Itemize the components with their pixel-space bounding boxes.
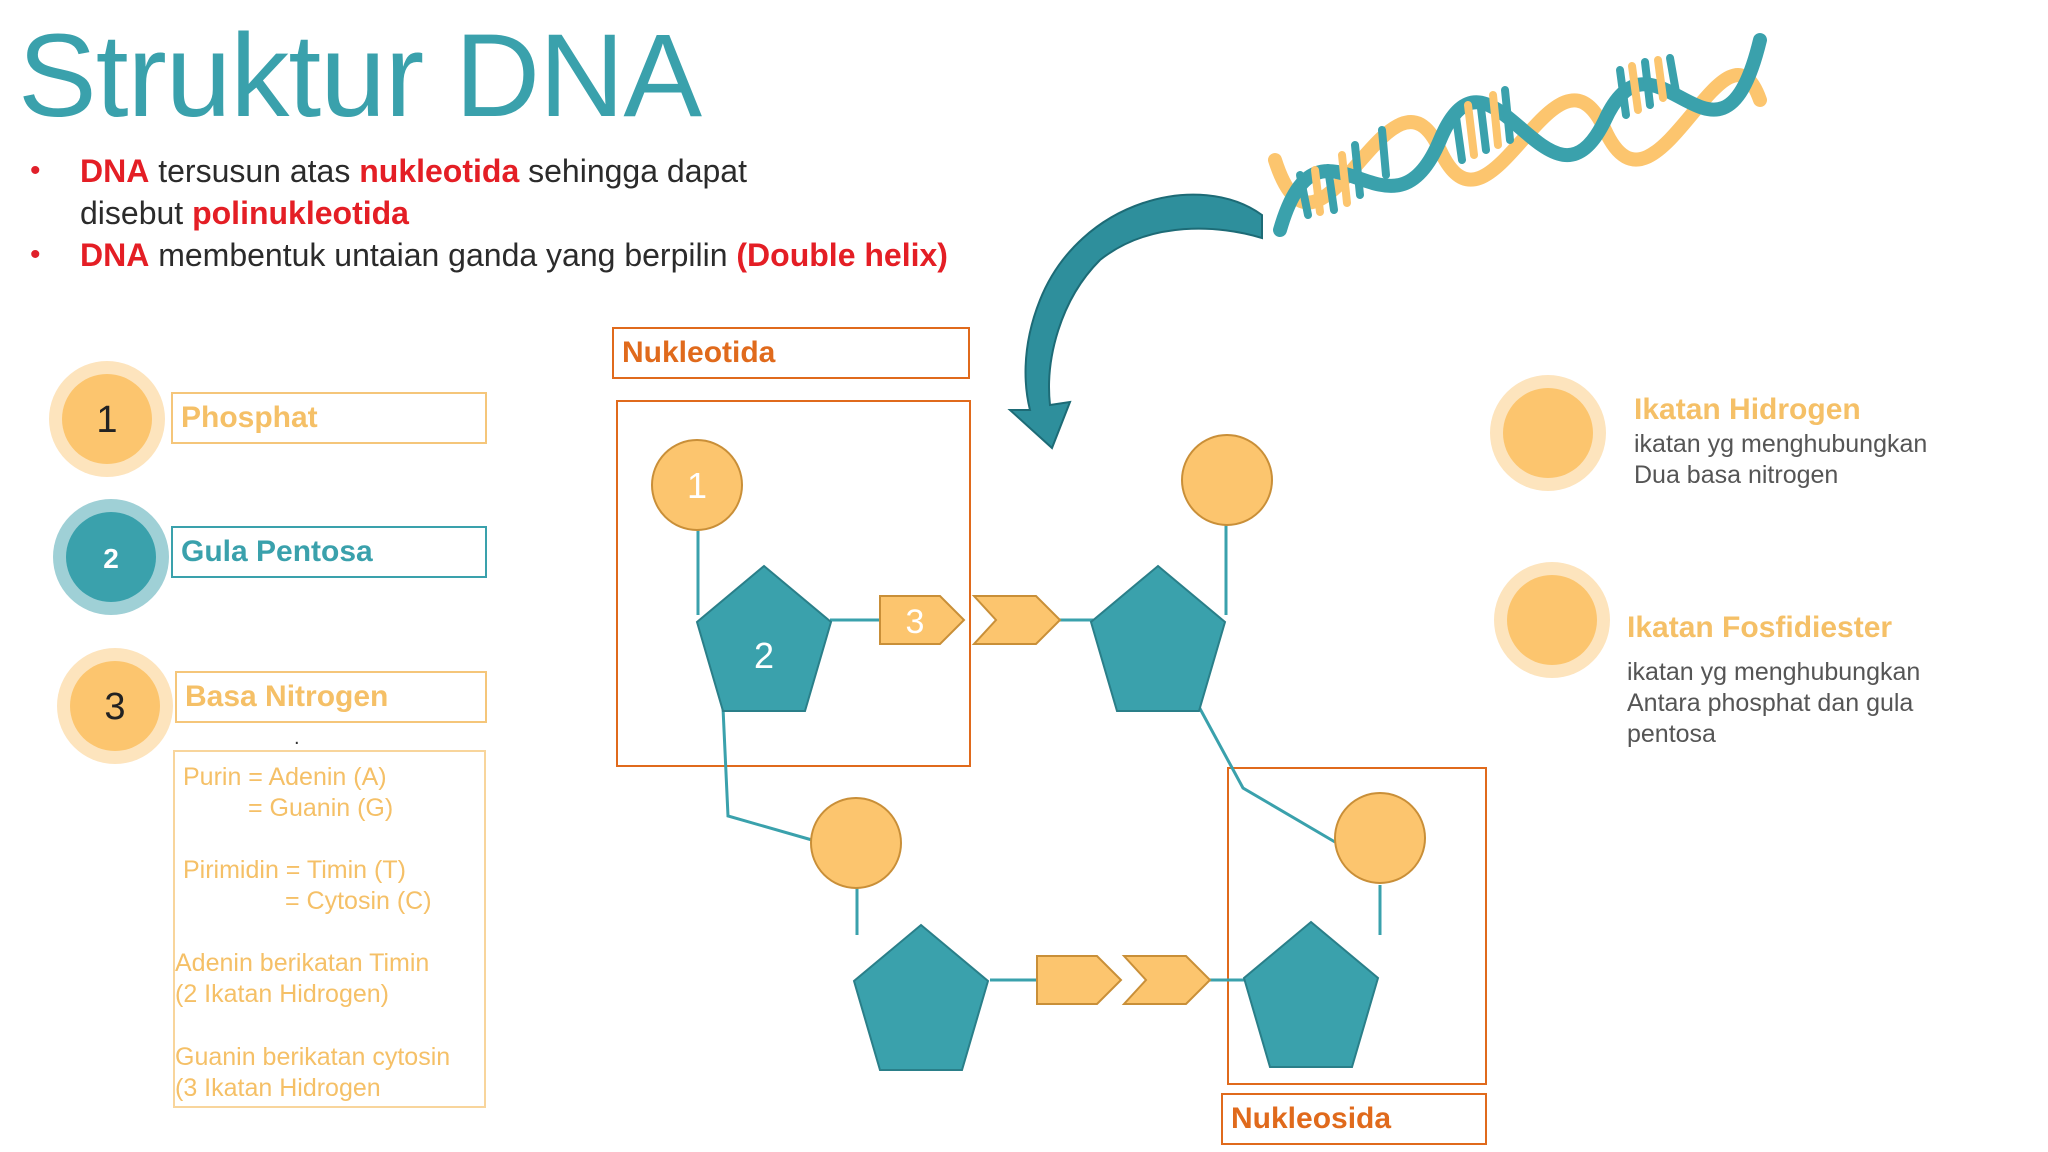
bullet-bold: polinukleotida (192, 195, 409, 231)
legend-label-gula-pentosa: Gula Pentosa (171, 526, 487, 578)
page-title: Struktur DNA (18, 10, 702, 142)
base-number: 3 (906, 603, 925, 641)
detail-line: Pirimidin = Timin (T) (183, 856, 406, 884)
nukleotida-label: Nukleotida (612, 327, 970, 379)
base-chevron (1121, 955, 1212, 1005)
legend-number: 3 (104, 686, 125, 728)
ikatan-hidrogen-desc: ikatan yg menghubungkan (1634, 430, 1928, 458)
ikatan-fosfodiester-desc: pentosa (1627, 720, 1716, 748)
nukleotida-box (616, 400, 971, 767)
sugar-pentagon (695, 564, 833, 712)
bullet-text: disebut (80, 195, 193, 231)
sugar-number: 2 (754, 635, 774, 676)
base-chevron (971, 595, 1062, 645)
detail-line: = Cytosin (C) (285, 887, 432, 915)
bullet-bold: (Double helix) (736, 237, 948, 273)
bullet-bold: nukleotida (359, 153, 520, 189)
legend-circle-basa (70, 661, 160, 751)
detail-line: (3 Ikatan Hidrogen (175, 1074, 381, 1102)
basa-details-box: Purin = Adenin (A) = Guanin (G) Pirimidi… (173, 750, 486, 1108)
bond-lines (696, 520, 1382, 982)
base-chevron (1036, 955, 1123, 1005)
legend-circle-fosfodiester (1507, 575, 1597, 665)
bullet-item: • DNA tersusun atas nukleotida sehingga … (30, 150, 948, 192)
sugar-pentagon (852, 923, 990, 1071)
curved-arrow-icon (1007, 193, 1263, 450)
phosphate-circle (810, 797, 902, 889)
legend-label-basa-nitrogen: Basa Nitrogen (175, 671, 487, 723)
bullet-dot: • (30, 238, 41, 271)
base-chevron (879, 595, 966, 645)
nukleosida-label: Nukleosida (1221, 1093, 1487, 1145)
detail-line: (2 Ikatan Hidrogen) (175, 980, 390, 1008)
bullet-bold: DNA (80, 237, 150, 273)
legend-circle-gula (66, 512, 156, 602)
legend-number: 2 (103, 543, 119, 574)
ikatan-hidrogen-title: Ikatan Hidrogen (1634, 393, 1861, 426)
phosphate-circle (1181, 434, 1273, 526)
detail-line: Adenin berikatan Timin (175, 949, 430, 977)
phosphate-number: 1 (687, 465, 707, 506)
bullet-text: tersusun atas (149, 153, 360, 189)
phosphate-circle (1334, 792, 1426, 884)
ikatan-fosfodiester-desc: Antara phosphat dan gula (1627, 689, 1914, 717)
detail-line: = Guanin (G) (248, 794, 394, 822)
bullet-list: • DNA tersusun atas nukleotida sehingga … (30, 150, 948, 276)
ikatan-fosfodiester-title: Ikatan Fosfidiester (1627, 611, 1893, 644)
small-dot: . (294, 727, 300, 749)
phosphate-circle (651, 439, 743, 531)
sugar-pentagon (1089, 564, 1227, 712)
legend-label-phosphat: Phosphat (171, 392, 487, 444)
bullet-text: sehingga dapat (519, 153, 747, 189)
legend-circle-hidrogen (1503, 388, 1593, 478)
bullet-bold: DNA (80, 153, 150, 189)
ikatan-hidrogen-desc: Dua basa nitrogen (1634, 461, 1839, 489)
detail-line: Purin = Adenin (A) (183, 763, 387, 791)
bullet-continuation: disebut polinukleotida (30, 192, 948, 234)
bullet-dot: • (30, 154, 41, 187)
bullet-text: membentuk untaian ganda yang berpilin (149, 237, 737, 273)
bullet-item: • DNA membentuk untaian ganda yang berpi… (30, 234, 948, 276)
legend-circle-phosphat (62, 374, 152, 464)
sugar-pentagon (1242, 920, 1380, 1068)
legend-number: 1 (96, 399, 117, 441)
ikatan-fosfodiester-desc: ikatan yg menghubungkan (1627, 658, 1921, 686)
detail-line: Guanin berikatan cytosin (175, 1043, 451, 1071)
nukleosida-box (1227, 767, 1487, 1085)
dna-helix-icon (1268, 33, 1767, 237)
